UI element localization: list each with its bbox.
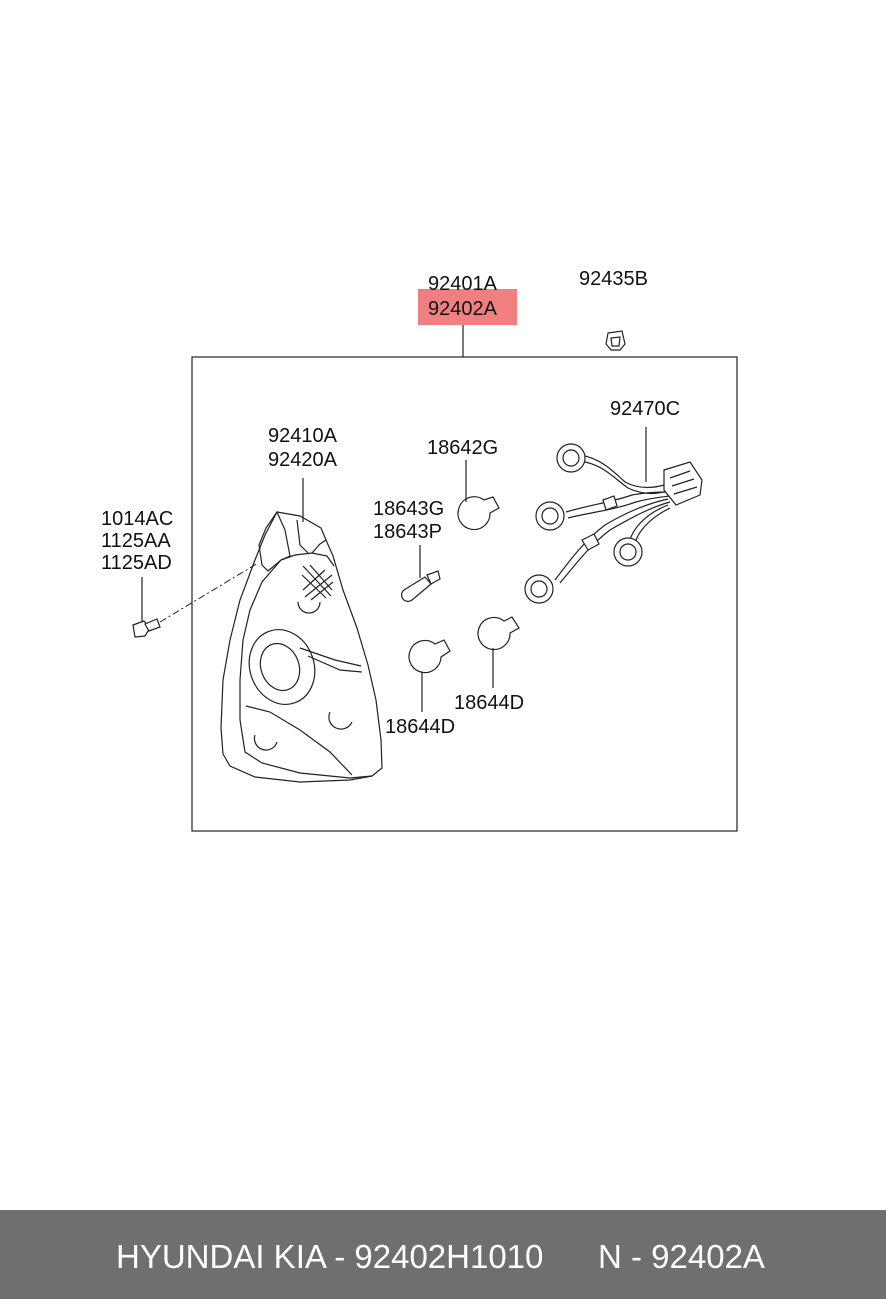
label-92410A: 92410A — [268, 425, 338, 447]
wedge-bulb-icon — [401, 570, 441, 602]
label-92420A: 92420A — [268, 449, 338, 471]
bulb-18644D-left-icon — [408, 639, 451, 674]
label-92435B: 92435B — [579, 268, 648, 290]
label-92401A: 92401A — [428, 273, 498, 295]
label-1125AA: 1125AA — [101, 530, 171, 552]
label-18643G: 18643G — [373, 498, 444, 520]
label-1014AC: 1014AC — [101, 508, 173, 530]
label-18644D-left: 18644D — [385, 716, 455, 738]
label-92470C: 92470C — [610, 398, 680, 420]
screw-icon — [132, 618, 161, 638]
label-18643P: 18643P — [373, 521, 442, 543]
footer-part-number: HYUNDAI KIA - 92402H1010 — [116, 1238, 544, 1275]
footer-reference: N - 92402A — [598, 1238, 765, 1275]
parts-diagram: 92401A 92402A 92435B 92470C 92410A 92420… — [101, 268, 738, 832]
assembly-frame — [191, 356, 738, 832]
tail-lamp-housing — [220, 510, 383, 783]
wiring-harness-icon — [524, 443, 703, 604]
screw-axis — [159, 562, 259, 623]
bulb-18642G-icon — [457, 496, 500, 531]
label-92402A: 92402A — [428, 298, 498, 320]
label-18642G: 18642G — [427, 437, 498, 459]
highlight-box — [418, 289, 517, 325]
footer-bar: HYUNDAI KIA - 92402H1010 N - 92402A — [0, 1210, 886, 1299]
label-18644D-right: 18644D — [454, 692, 524, 714]
bulb-18644D-right-icon — [477, 616, 520, 651]
label-1125AD: 1125AD — [101, 552, 172, 574]
clip-icon — [605, 330, 626, 351]
